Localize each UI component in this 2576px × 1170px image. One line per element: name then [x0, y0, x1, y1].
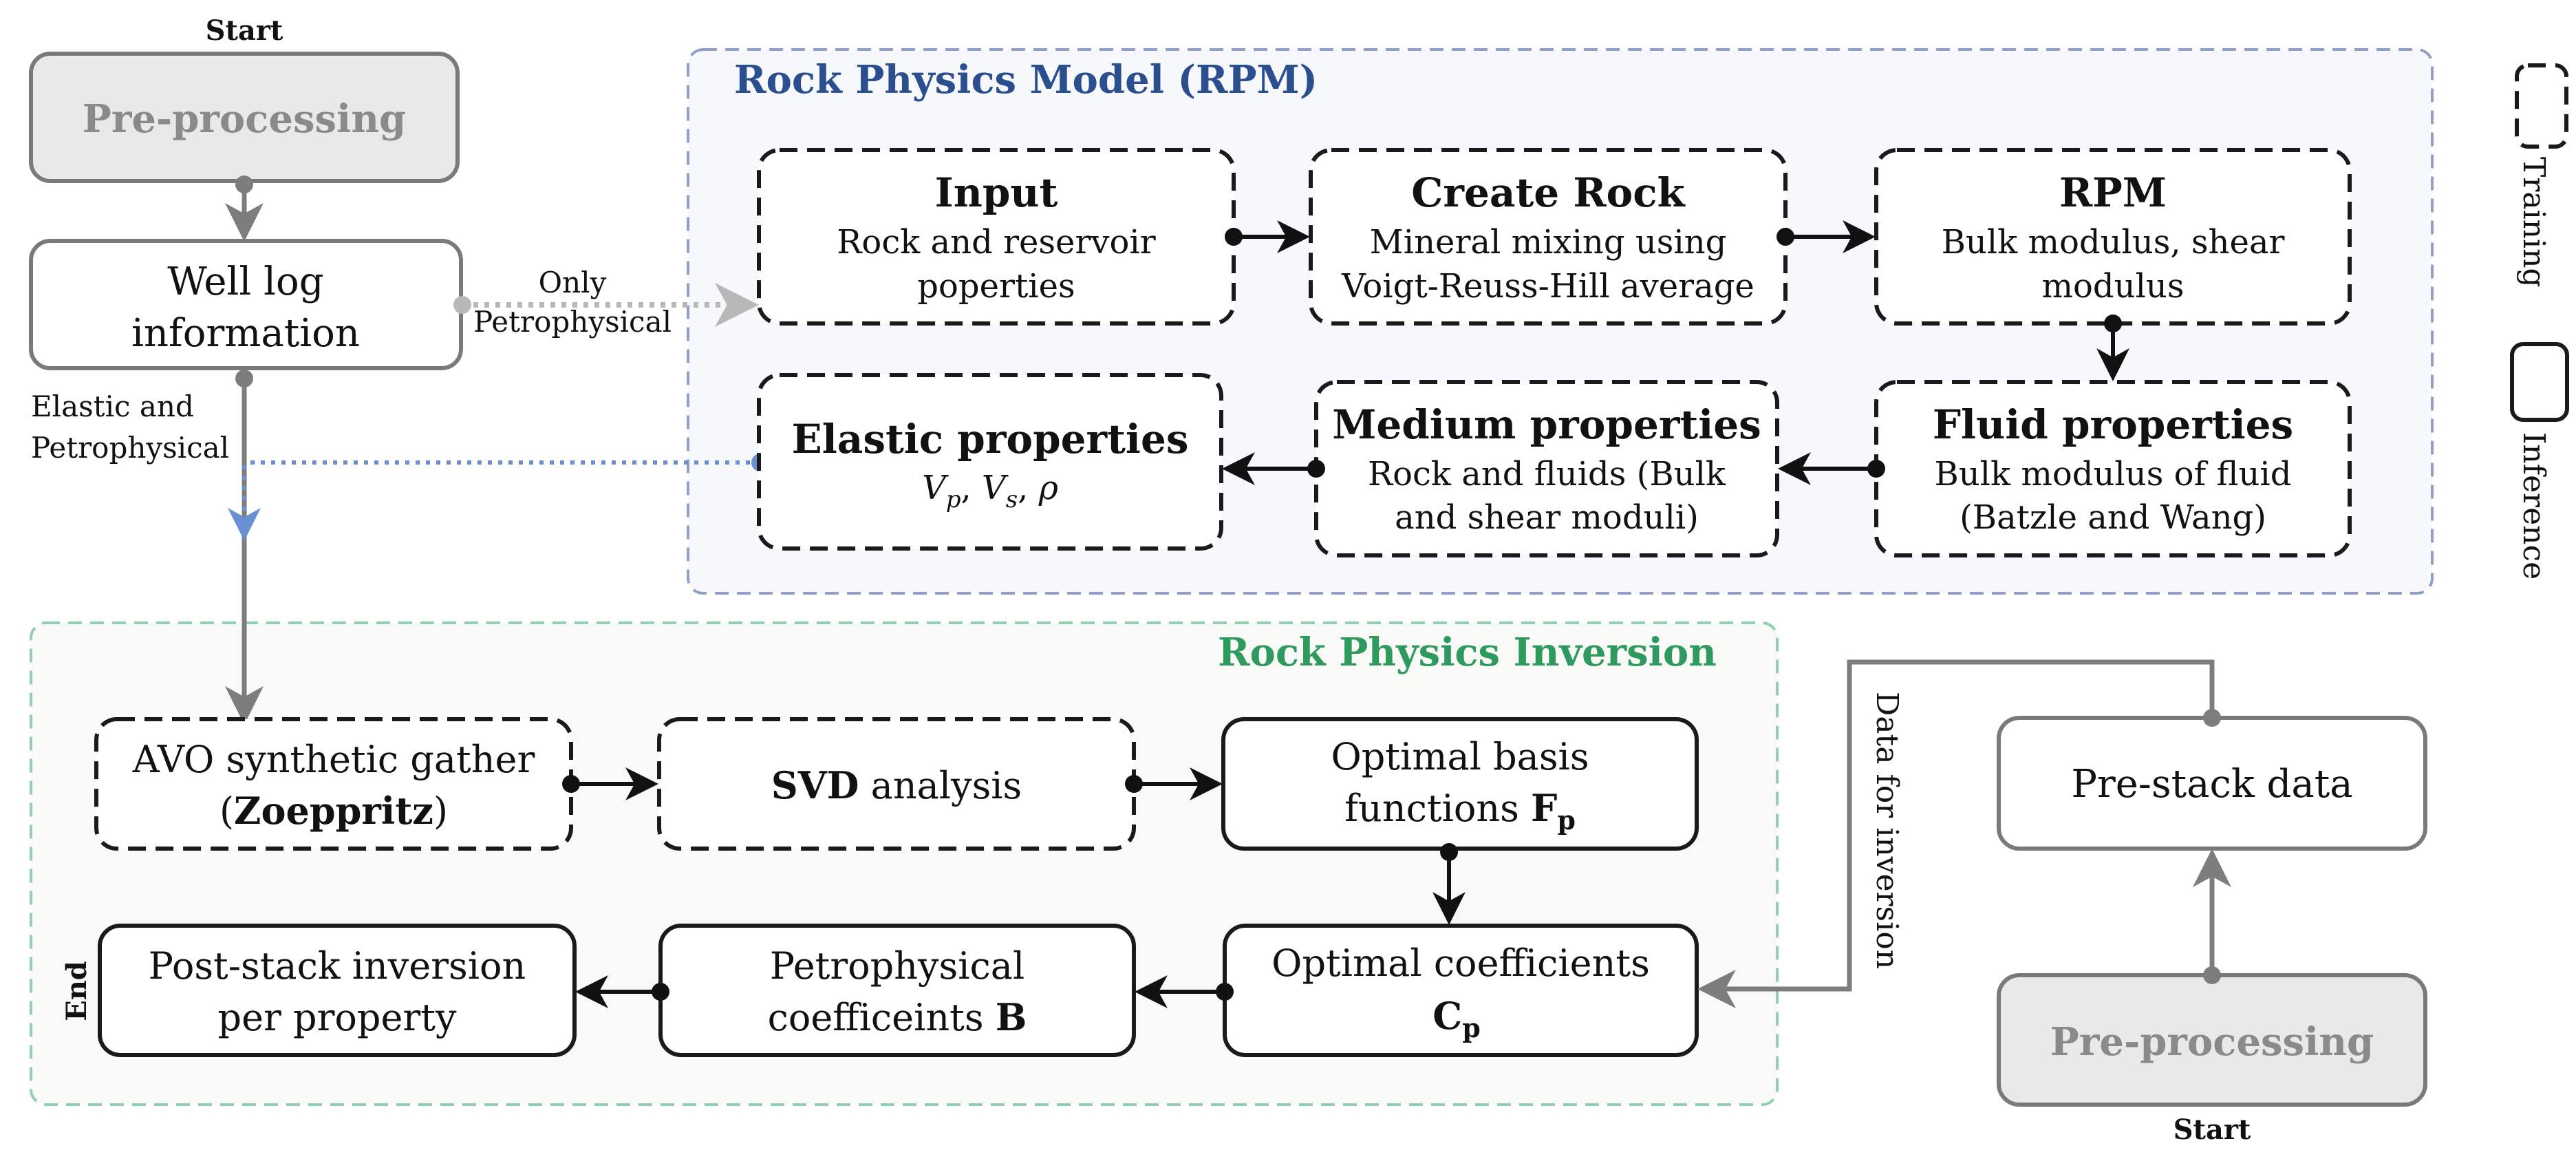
basis-f-symbol: F: [1531, 786, 1557, 830]
elastic-properties-box: [757, 373, 1223, 551]
petrophysical2-label: Petrophysical: [31, 431, 229, 465]
vs-subscript: s: [1006, 486, 1018, 513]
coeff-line1: Optimal coefficients: [1271, 942, 1650, 985]
elastic-title: Elastic properties: [792, 416, 1189, 462]
basis-line2: functions Fp: [1344, 786, 1576, 836]
comma-1: ,: [961, 469, 983, 507]
rpm-box: [1874, 148, 2352, 326]
only-label: Only: [539, 266, 607, 299]
input-line1: Rock and reservoir: [837, 223, 1155, 262]
avo-zoeppritz: Zoeppritz: [234, 789, 433, 833]
left-start-label: Start: [206, 14, 283, 47]
right-start-label: Start: [2174, 1114, 2251, 1146]
create-rock-line2: Voigt-Reuss-Hill average: [1341, 267, 1754, 306]
rpm-box-title: RPM: [2059, 169, 2167, 216]
avo-paren-close: ): [433, 789, 448, 833]
fluid-line1: Bulk modulus of fluid: [1934, 455, 2291, 493]
only-petrophysical-dot: [453, 296, 471, 314]
coeff-line2: Cp: [1432, 994, 1481, 1043]
medium-line2: and shear moduli): [1395, 498, 1699, 537]
rpm-box-line1: Bulk modulus, shear: [1942, 223, 2285, 262]
basis-functions-text: functions: [1344, 787, 1531, 830]
vs-symbol: V: [982, 469, 1009, 507]
petro-b-symbol: B: [996, 995, 1027, 1039]
avo-paren-open: (: [219, 789, 234, 833]
fluid-line2: (Batzle and Wang): [1960, 498, 2266, 537]
vp-subscript: p: [946, 486, 961, 513]
elastic-symbols: Vp, Vs, ρ: [922, 469, 1058, 513]
create-rock-line1: Mineral mixing using: [1370, 223, 1727, 262]
petro-text: coefficeints: [768, 996, 996, 1039]
create-rock-title: Create Rock: [1411, 169, 1686, 216]
fluid-title: Fluid properties: [1933, 401, 2293, 448]
right-preprocessing-label: Pre-processing: [2050, 1019, 2374, 1065]
svd-label: SVD analysis: [771, 763, 1022, 807]
input-line2: poperties: [917, 267, 1075, 306]
rho-symbol: ρ: [1038, 469, 1058, 507]
legend-inference-swatch: [2510, 342, 2569, 422]
vp-symbol: V: [922, 469, 949, 507]
petro-line2: coefficeints B: [768, 995, 1027, 1039]
avo-line2: (Zoeppritz): [219, 789, 448, 833]
data-for-inversion-label: Data for inversion: [1869, 692, 1904, 969]
svd-rest: analysis: [859, 764, 1022, 807]
legend-training-label: Training: [2516, 157, 2551, 288]
medium-line1: Rock and fluids (Bulk: [1368, 455, 1726, 493]
svd-bold: SVD: [771, 763, 859, 807]
basis-line1: Optimal basis: [1331, 735, 1589, 778]
left-preprocessing-label: Pre-processing: [83, 96, 406, 142]
medium-title: Medium properties: [1332, 401, 1761, 448]
prestack-label: Pre-stack data: [2071, 762, 2352, 807]
optimal-basis-box: [1221, 717, 1699, 851]
post-stack-box: [98, 924, 577, 1057]
well-log-line1: Well log: [167, 259, 323, 304]
rpi-title: Rock Physics Inversion: [1218, 630, 1717, 675]
petro-line1: Petrophysical: [770, 944, 1024, 988]
well-log-line2: information: [131, 311, 360, 356]
post-line2: per property: [218, 996, 457, 1039]
basis-f-subscript: p: [1557, 805, 1576, 836]
rpm-box-line2: modulus: [2042, 267, 2185, 306]
post-line1: Post-stack inversion: [149, 944, 526, 988]
legend-inference-label: Inference: [2516, 432, 2551, 579]
input-title: Input: [935, 169, 1058, 216]
preproc-anchor-dot: [235, 176, 253, 193]
elastic-and-label: Elastic and: [31, 390, 194, 423]
data-for-inversion-connector: [1697, 659, 2215, 1008]
avo-line1: AVO synthetic gather: [132, 738, 535, 781]
legend-training-swatch: [2515, 63, 2568, 149]
end-label: End: [61, 961, 93, 1021]
petrophysical-label: Petrophysical: [473, 305, 672, 339]
coeff-c-symbol: C: [1432, 994, 1462, 1038]
rpm-title: Rock Physics Model (RPM): [734, 57, 1318, 103]
coeff-c-subscript: p: [1462, 1012, 1481, 1043]
comma-2: ,: [1018, 469, 1039, 507]
